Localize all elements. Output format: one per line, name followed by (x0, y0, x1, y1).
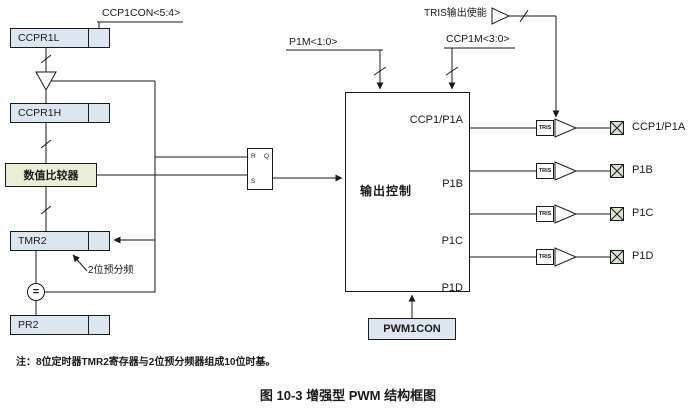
ccpr1l-register: CCPR1L (10, 28, 110, 48)
latch-r-label: R (251, 153, 256, 160)
tris-box: TRIS (536, 163, 554, 179)
tris-buffer-icon (491, 7, 511, 25)
output-buffer-icon (554, 247, 578, 267)
ccpr1l-label: CCPR1L (18, 32, 60, 44)
bus-width-slashes (40, 9, 529, 215)
pin-icon (610, 164, 624, 178)
output-buffer-icon (554, 161, 578, 181)
ccpr1h-extension-cell (88, 104, 109, 122)
connection-lines (35, 15, 610, 318)
figure-caption: 图 10-3 增强型 PWM 结构框图 (259, 388, 437, 403)
buffer-triangles (35, 7, 578, 267)
output-buffer-icon (554, 118, 578, 138)
tmr2-register: TMR2 (10, 231, 110, 251)
tris-box: TRIS (536, 120, 554, 136)
output-buffer-icon (554, 204, 578, 224)
pr2-extension-cell (88, 316, 109, 334)
output-control-block: 输出控制 CCP1/P1A P1B P1C P1D (345, 92, 470, 294)
port-label-ccp1-p1a: CCP1/P1A (409, 114, 463, 126)
output-control-title: 输出控制 (360, 184, 413, 198)
pin-icon (610, 121, 624, 135)
pwm1con-block: PWM1CON (368, 318, 456, 340)
rs-latch: R Q S (247, 148, 273, 190)
footnote: 注：8位定时器TMR2寄存器与2位预分频器组成10位时基。 (16, 357, 276, 368)
latch-s-label: S (251, 178, 256, 185)
ccpr1h-label: CCPR1H (18, 107, 62, 119)
period-comparator: = (27, 283, 45, 301)
pin-icon (610, 207, 624, 221)
p1m-label: P1M<1:0> (289, 36, 338, 48)
latch-enable-triangle-icon (35, 71, 57, 92)
pin-icon (610, 250, 624, 264)
tris-enable-label: TRIS输出使能 (424, 8, 487, 19)
pr2-register: PR2 (10, 315, 110, 335)
ccp1con-label: CCP1CON<5:4> (102, 7, 181, 19)
prescaler-label: 2位预分频 (88, 265, 134, 276)
tmr2-prescaler-cell (88, 232, 109, 250)
port-label-p1b: P1B (442, 178, 463, 190)
pin-label-ccp1-p1a: CCP1/P1A (632, 121, 686, 133)
ccpr1h-register: CCPR1H (10, 103, 110, 123)
tris-box: TRIS (536, 249, 554, 265)
tris-box: TRIS (536, 206, 554, 222)
port-label-p1d: P1D (441, 282, 463, 294)
tmr2-label: TMR2 (18, 235, 47, 247)
pin-label-p1d: P1D (632, 250, 654, 262)
pin-label-p1b: P1B (632, 164, 653, 176)
duty-comparator-block: 数值比较器 (5, 163, 97, 187)
ccp1m-label: CCP1M<3:0> (446, 33, 510, 45)
pr2-label: PR2 (18, 319, 39, 331)
port-label-p1c: P1C (441, 235, 463, 247)
latch-q-label: Q (263, 153, 269, 160)
pin-label-p1c: P1C (632, 207, 654, 219)
ccpr1l-extension-cell (88, 29, 109, 47)
